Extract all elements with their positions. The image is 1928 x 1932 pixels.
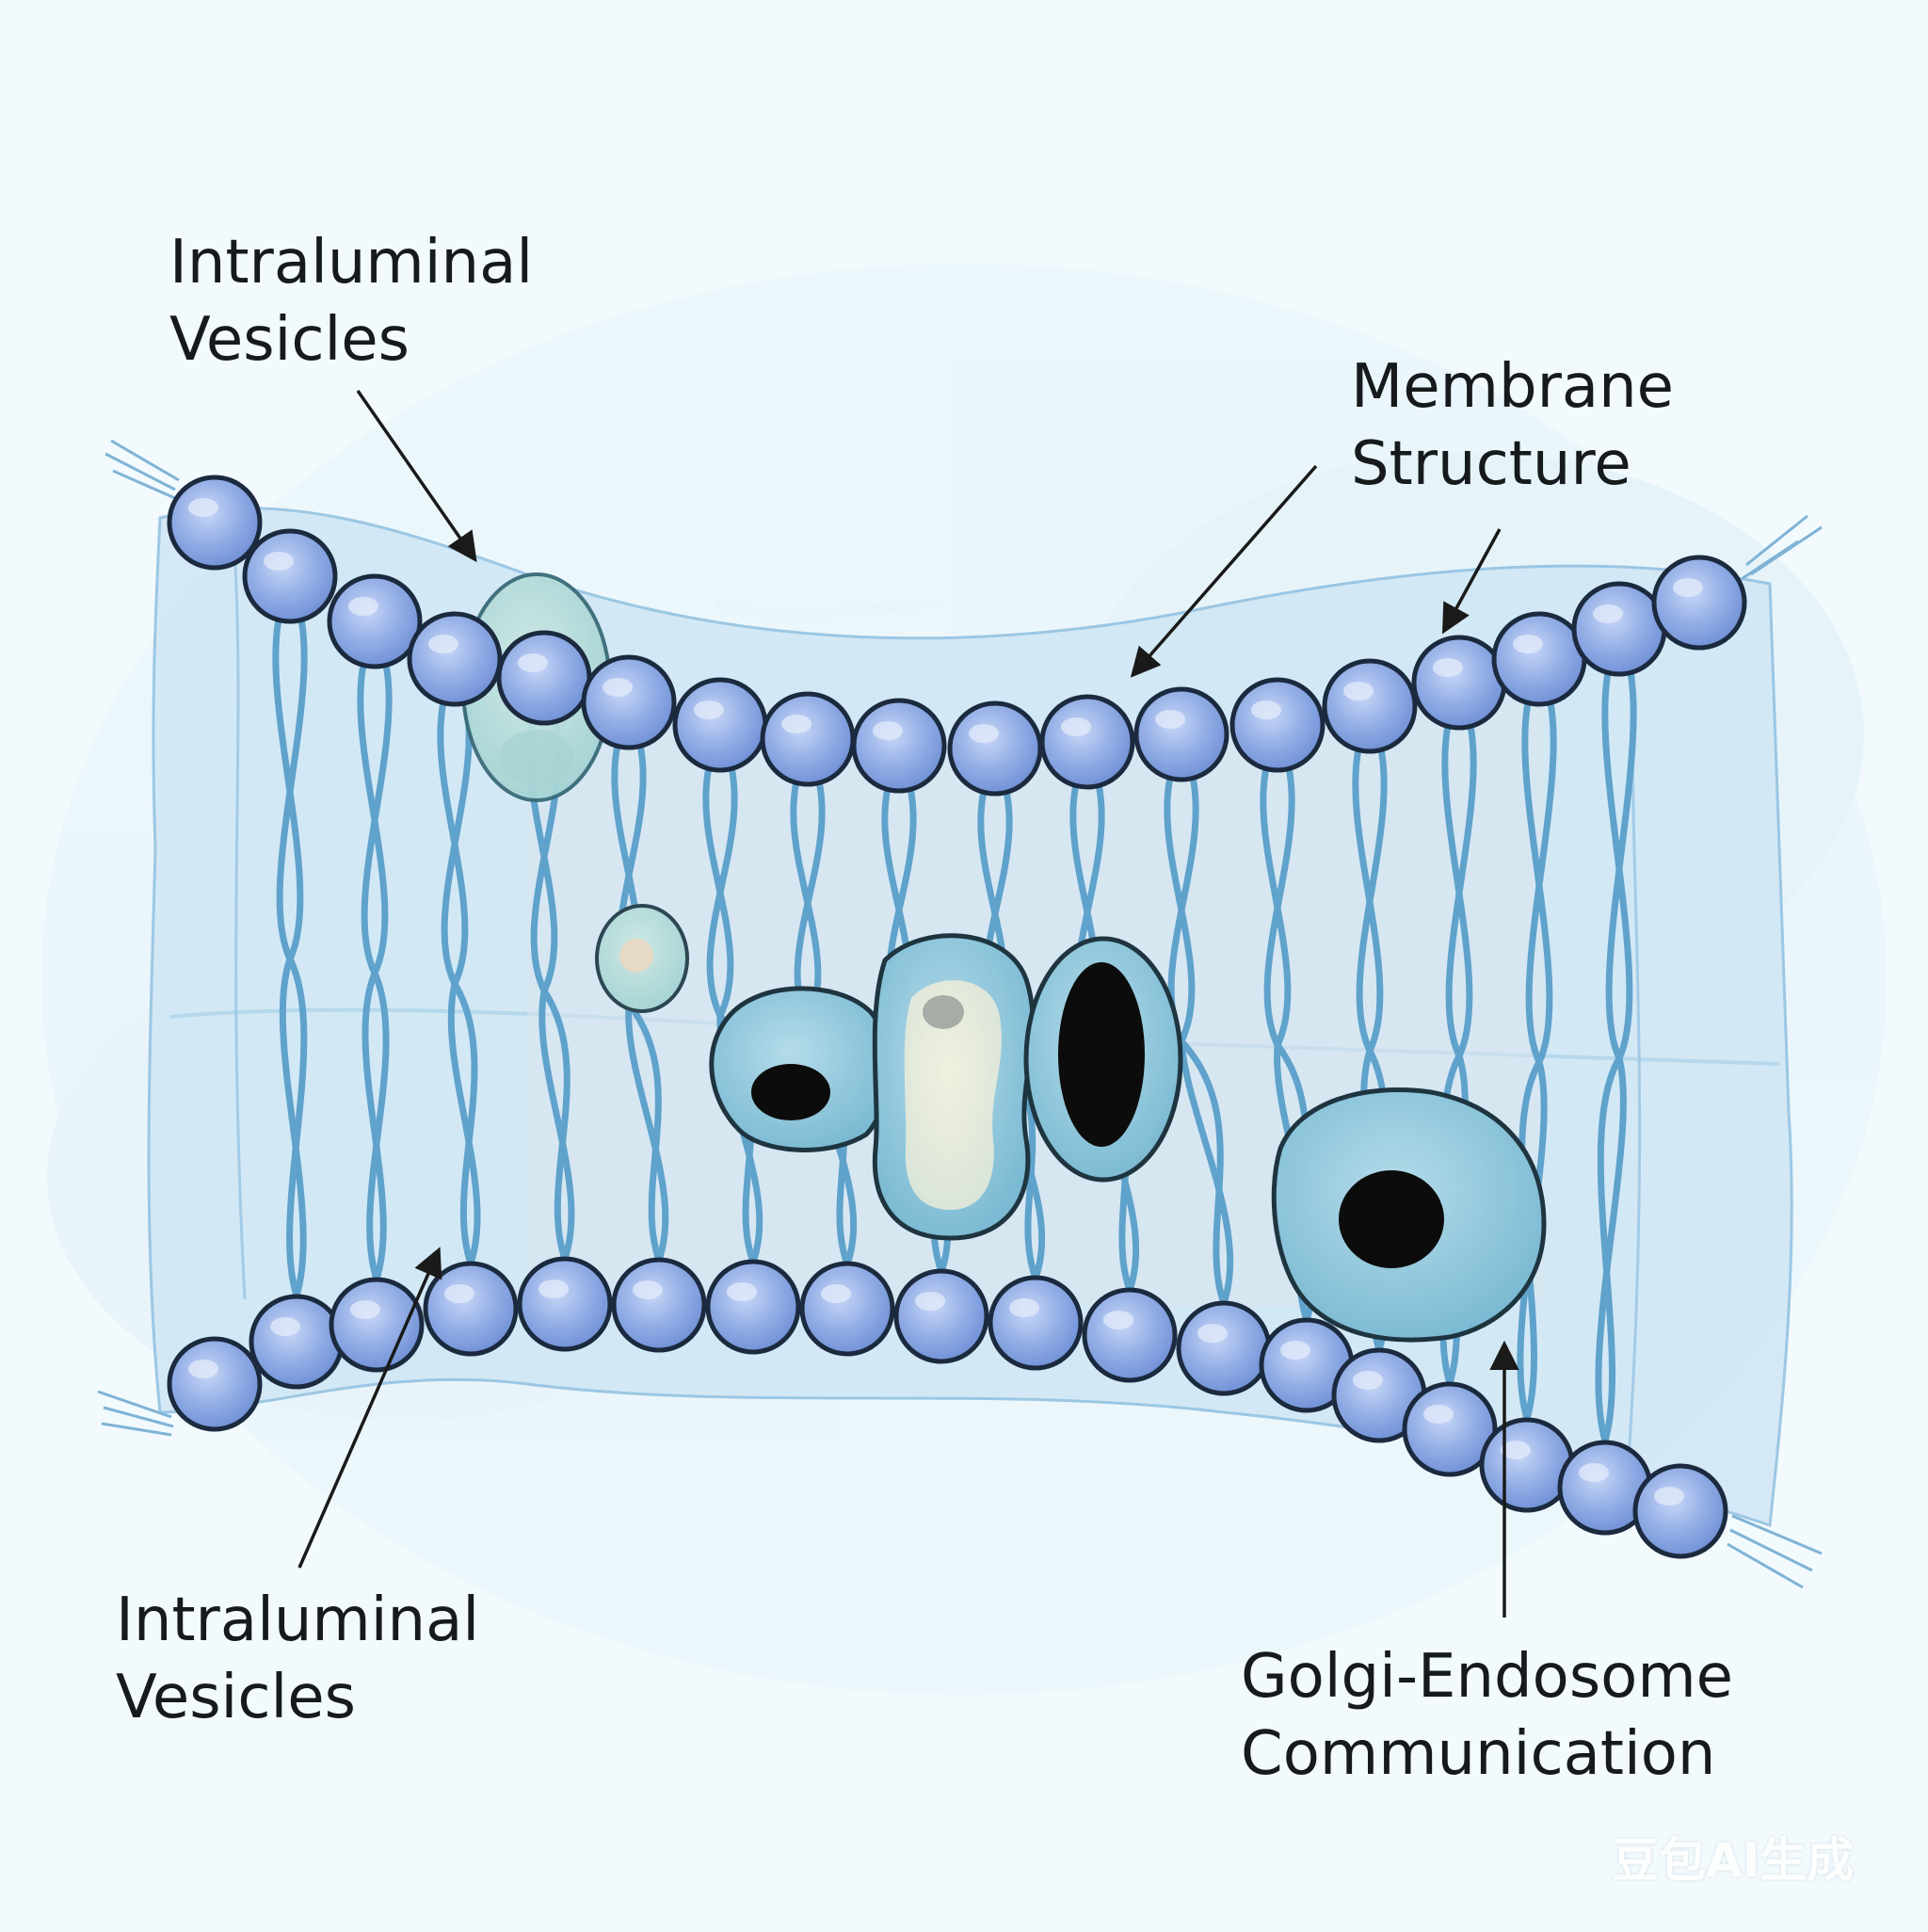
label-intraluminal-vesicles-bottom: Intraluminal Vesicles (116, 1582, 479, 1736)
lipid-head-top-highlight (348, 597, 378, 616)
lipid-head-bottom (251, 1296, 342, 1387)
lipid-head-bottom-highlight (350, 1300, 380, 1319)
pale-vesicle (875, 936, 1033, 1238)
lipid-head-bottom (802, 1264, 892, 1354)
label-line: Communication (1241, 1715, 1733, 1793)
lipid-head-bottom-highlight (1009, 1298, 1039, 1317)
lipid-head-top-highlight (1433, 658, 1463, 677)
lipid-head-bottom (1179, 1303, 1269, 1393)
lipid-head-bottom-highlight (1579, 1463, 1609, 1482)
lipid-head-top (329, 576, 420, 667)
lipid-head-bottom-highlight (727, 1282, 757, 1301)
lipid-head-top (584, 657, 674, 748)
lipid-head-top-highlight (602, 678, 633, 697)
lipid-head-bottom (426, 1264, 516, 1354)
lipid-head-top-highlight (1343, 682, 1374, 700)
lipid-head-bottom-highlight (444, 1284, 474, 1303)
small-vesicle (597, 906, 687, 1011)
label-intraluminal-vesicles-top: Intraluminal Vesicles (169, 224, 533, 378)
nucleated-vesicle-left (712, 989, 889, 1151)
lipid-head-top-highlight (1155, 710, 1185, 729)
lipid-head-top (1325, 661, 1415, 751)
lipid-head-bottom-highlight (1353, 1371, 1383, 1390)
lipid-head-bottom-highlight (1280, 1341, 1310, 1360)
lipid-head-top (675, 680, 765, 770)
lipid-head-top-highlight (1513, 635, 1543, 653)
lipid-head-bottom-highlight (538, 1280, 569, 1298)
lipid-head-bottom (990, 1278, 1081, 1368)
lipid-head-top (1414, 637, 1504, 728)
lipid-head-top (1136, 689, 1227, 780)
lipid-head-bottom-highlight (1423, 1405, 1454, 1424)
lipid-head-top-highlight (188, 498, 218, 517)
nucleated-vesicle-center (1026, 939, 1181, 1180)
lipid-head-top (169, 477, 260, 568)
lipid-head-top-highlight (781, 715, 811, 733)
label-golgi-endosome-communication: Golgi-Endosome Communication (1241, 1638, 1733, 1793)
lipid-head-top (1232, 680, 1323, 770)
lipid-head-bottom-highlight (633, 1280, 663, 1299)
lipid-head-bottom (520, 1259, 610, 1349)
lipid-head-top-highlight (518, 653, 548, 672)
lipid-head-top-highlight (873, 721, 903, 740)
lipid-head-top (1654, 557, 1744, 648)
lipid-head-bottom (896, 1271, 987, 1361)
lipid-head-top (1494, 614, 1584, 704)
watermark: 豆包AI生成 (1612, 1823, 1854, 1891)
label-line: Membrane (1351, 348, 1674, 426)
lipid-head-top-highlight (1251, 700, 1281, 719)
label-line: Intraluminal (116, 1582, 479, 1659)
lipid-head-top (245, 531, 335, 621)
label-line: Golgi-Endosome (1241, 1638, 1733, 1715)
label-line: Intraluminal (169, 224, 533, 301)
lipid-head-top-highlight (1673, 578, 1703, 597)
nucleated-vesicle-large (1274, 1090, 1544, 1341)
lipid-head-bottom-highlight (1197, 1324, 1228, 1343)
label-line: Vesicles (169, 301, 533, 378)
lipid-head-top (950, 703, 1040, 794)
lipid-head-top (1574, 584, 1664, 674)
lipid-head-bottom (331, 1280, 422, 1370)
lipid-head-top-highlight (694, 700, 724, 719)
lipid-head-top (499, 633, 589, 723)
lipid-head-bottom-highlight (188, 1360, 218, 1378)
lipid-head-bottom (614, 1260, 704, 1350)
lipid-head-bottom-highlight (915, 1292, 945, 1311)
lipid-head-top-highlight (969, 724, 999, 743)
lipid-head-bottom (169, 1339, 260, 1429)
lipid-head-bottom-highlight (1654, 1487, 1684, 1505)
label-line: Vesicles (116, 1659, 479, 1736)
lipid-head-bottom-highlight (1103, 1311, 1133, 1329)
lipid-head-top-highlight (1593, 604, 1623, 623)
lipid-head-top (854, 700, 944, 791)
label-membrane-structure: Membrane Structure (1351, 348, 1674, 503)
lipid-head-bottom-highlight (821, 1284, 851, 1303)
lipid-head-top (410, 614, 500, 704)
lipid-head-bottom-highlight (270, 1317, 300, 1336)
lipid-head-top (1042, 697, 1133, 787)
label-line: Structure (1351, 426, 1674, 503)
lipid-head-bottom (1084, 1290, 1175, 1380)
lipid-head-bottom (1635, 1466, 1726, 1556)
lipid-head-top-highlight (1061, 717, 1091, 736)
lipid-head-bottom (708, 1262, 798, 1352)
lipid-head-top (763, 694, 853, 784)
lipid-head-top-highlight (428, 635, 458, 653)
lipid-head-top-highlight (264, 552, 294, 571)
